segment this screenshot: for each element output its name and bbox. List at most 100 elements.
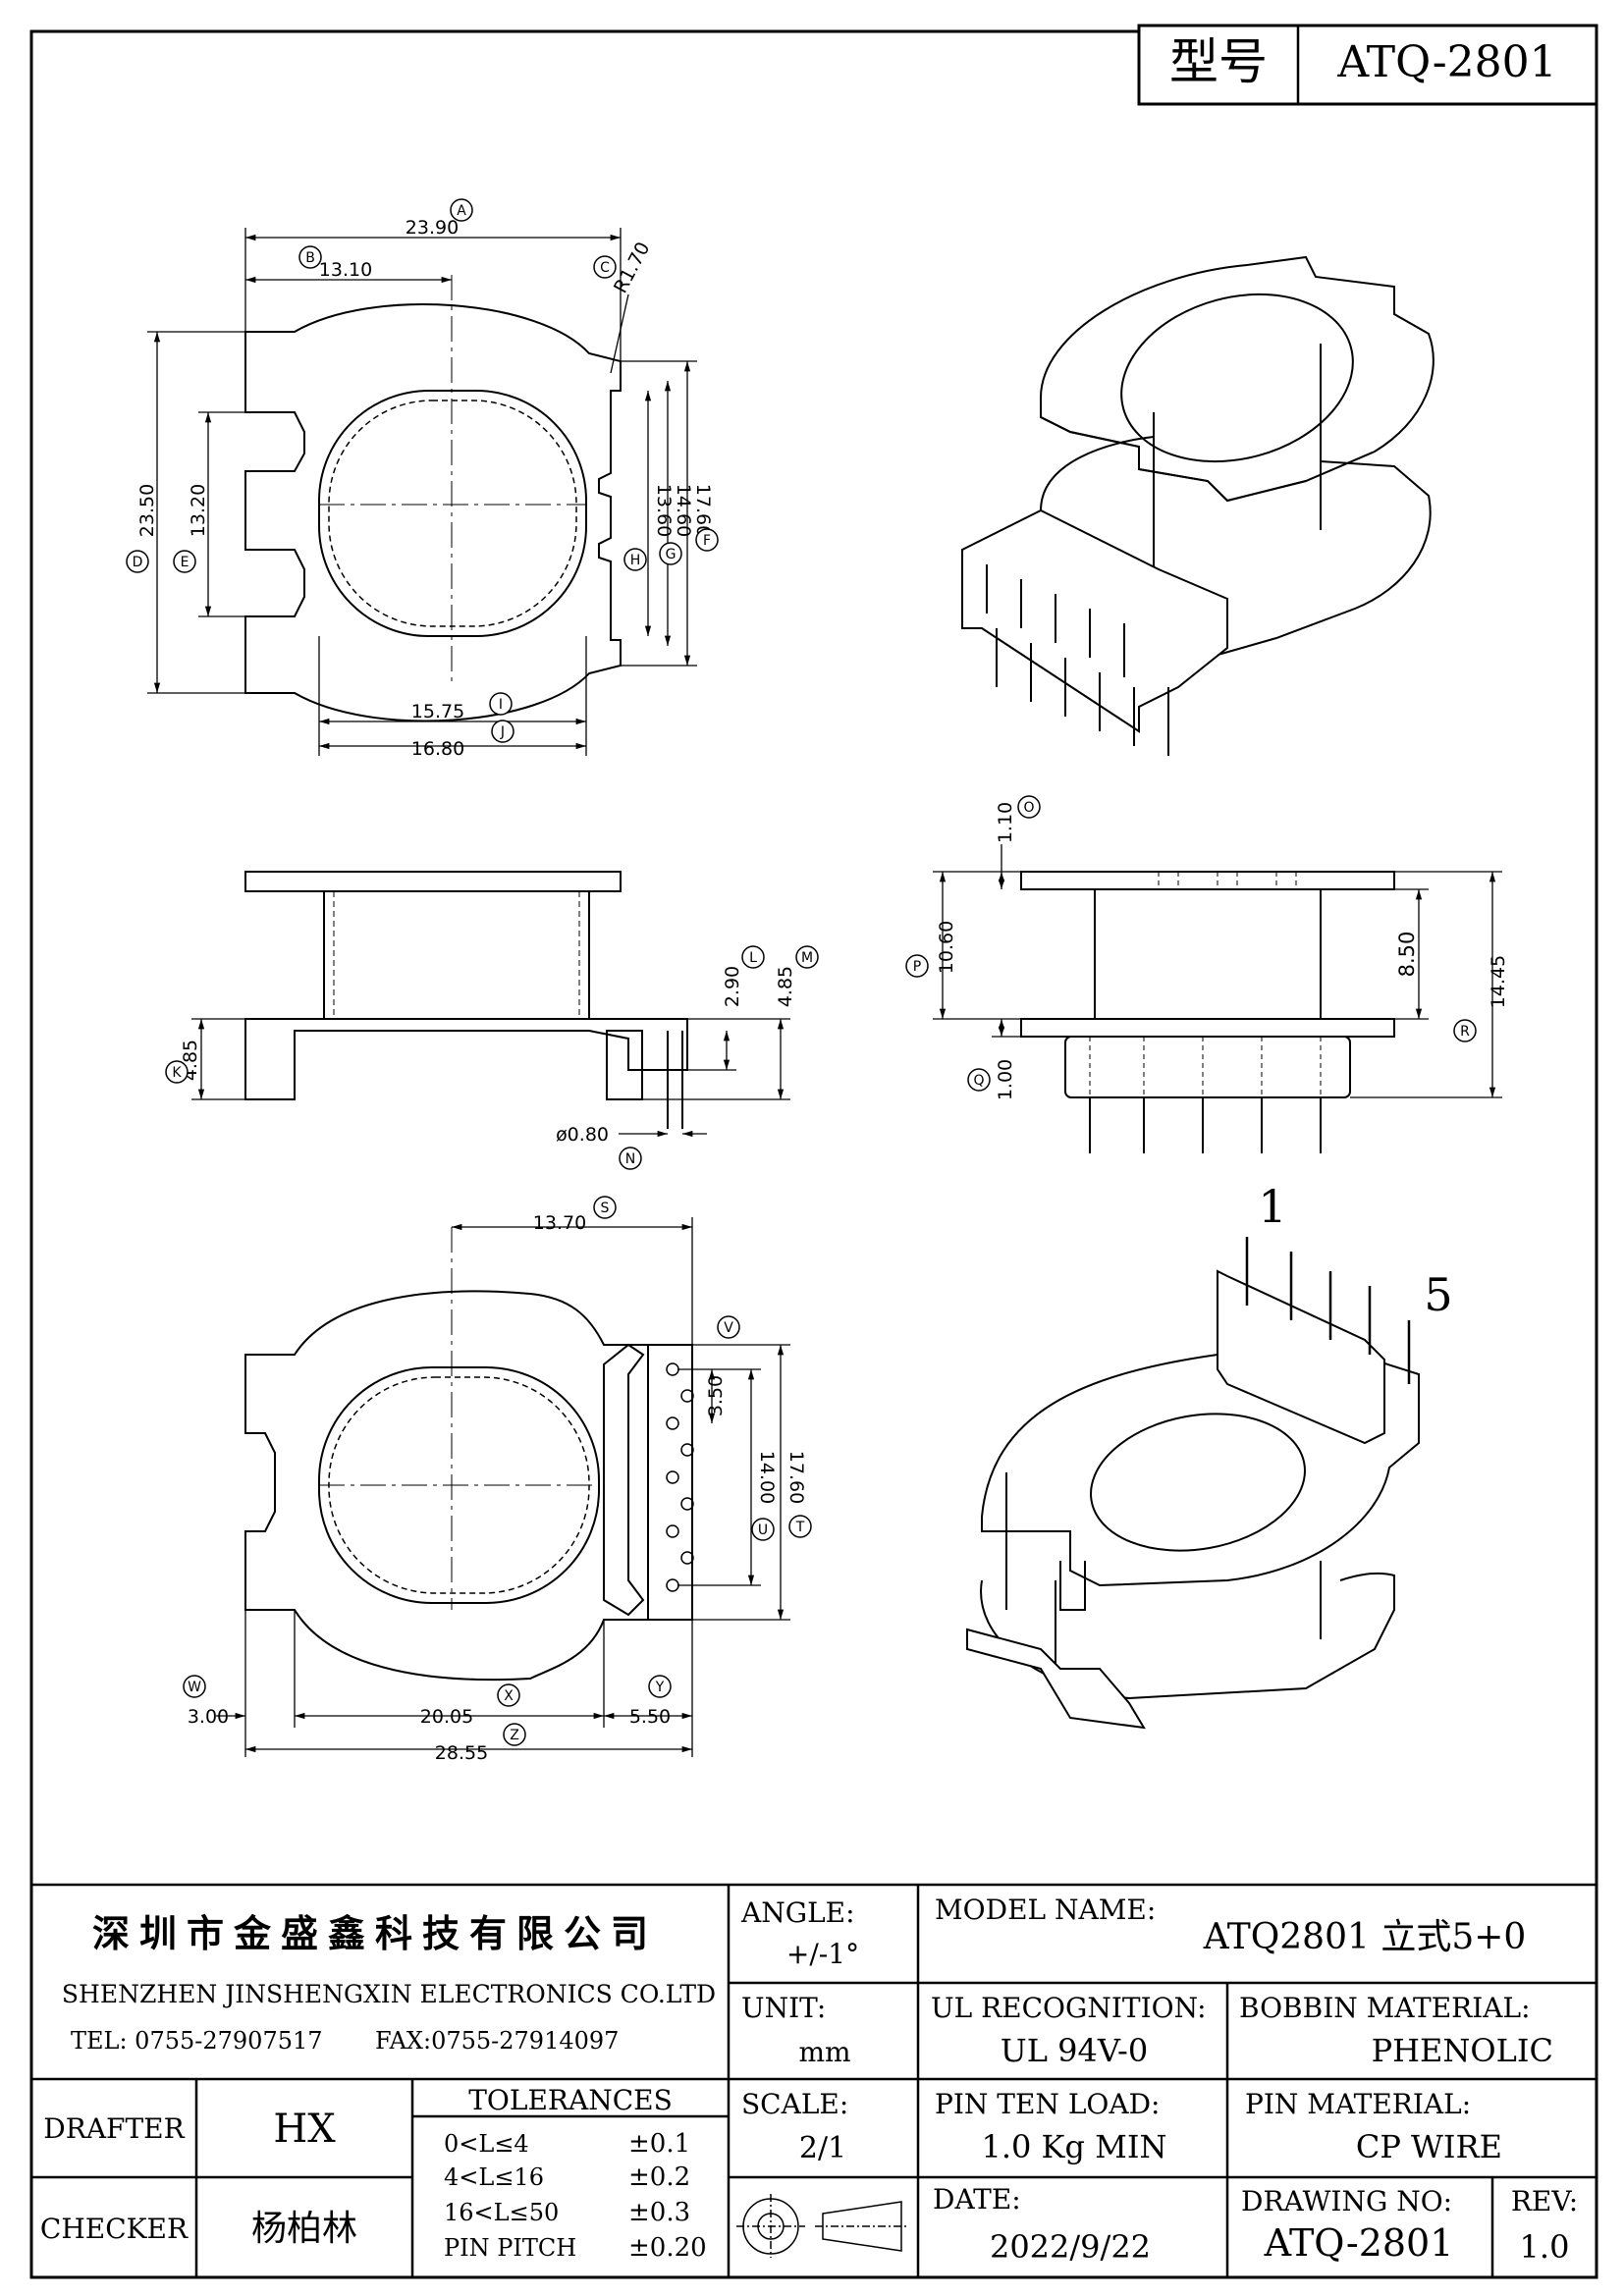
marker-f: F xyxy=(695,528,719,552)
marker-b: B xyxy=(298,245,322,269)
svg-text:L: L xyxy=(749,950,757,966)
drafter-label: DRAFTER xyxy=(43,2112,185,2145)
dim-l: 2.90 xyxy=(722,966,743,1007)
marker-d: D xyxy=(126,550,149,573)
svg-text:N: N xyxy=(625,1151,635,1167)
svg-text:D: D xyxy=(133,555,143,570)
dim-u: 14.00 xyxy=(756,1451,778,1504)
tol-range-1: 4<L≤16 xyxy=(444,2163,544,2191)
tol-value-1: ±0.2 xyxy=(628,2163,690,2192)
rev-label: REV: xyxy=(1511,2185,1578,2217)
dim-v: 3.50 xyxy=(705,1375,727,1416)
unit-value: mm xyxy=(798,2036,850,2068)
top-view-dim-text: 23.90 13.10 R1.70 23.50 13.20 13.60 14.6… xyxy=(136,217,714,760)
top-view xyxy=(244,275,622,722)
dim-x: 20.05 xyxy=(420,1706,473,1728)
title-block xyxy=(31,1883,1597,2277)
marker-i: I xyxy=(489,692,513,716)
svg-text:P: P xyxy=(913,959,921,975)
dim-s: 13.70 xyxy=(533,1212,586,1234)
side-view-left-dim-text: 2.90 4.85 4.85 ø0.80 xyxy=(180,966,796,1146)
dim-c: R1.70 xyxy=(610,239,654,296)
marker-u: U xyxy=(751,1518,775,1541)
dim-d: 23.50 xyxy=(136,484,158,537)
side-view-left-dims xyxy=(191,1018,790,1138)
header-model: ATQ-2801 xyxy=(1336,37,1556,87)
svg-text:T: T xyxy=(795,1520,805,1535)
drawing-no-value: ATQ-2801 xyxy=(1264,2221,1454,2265)
rev-value: 1.0 xyxy=(1520,2228,1570,2266)
dim-zb: 28.55 xyxy=(435,1742,488,1764)
dim-h: 13.60 xyxy=(653,484,675,537)
marker-p: P xyxy=(905,954,929,978)
scale-label: SCALE: xyxy=(741,2088,848,2120)
angle-label: ANGLE: xyxy=(740,1896,855,1929)
marker-l: L xyxy=(741,945,765,969)
svg-text:S: S xyxy=(601,1201,610,1216)
marker-r: R xyxy=(1453,1019,1477,1042)
dim-q: 1.00 xyxy=(995,1059,1016,1100)
marker-a: A xyxy=(450,198,473,222)
svg-text:Z: Z xyxy=(510,1728,519,1743)
scale-value: 2/1 xyxy=(799,2131,846,2165)
bobbin-value: PHENOLIC xyxy=(1372,2032,1553,2069)
dim-g: 14.60 xyxy=(673,484,694,537)
svg-text:Q: Q xyxy=(973,1073,984,1089)
bobbin-label: BOBBIN MATERIAL: xyxy=(1239,1992,1531,2024)
front-view-right-dim-text: 1.10 10.60 1.00 8.50 14.45 xyxy=(936,802,1509,1100)
svg-text:B: B xyxy=(305,250,315,266)
tol-range-2: 16<L≤50 xyxy=(444,2199,559,2226)
tolerances-label: TOLERANCES xyxy=(468,2084,673,2116)
isometric-view-top xyxy=(961,255,1435,756)
front-view-right xyxy=(1020,871,1395,1153)
marker-x: X xyxy=(497,1683,520,1707)
marker-t: T xyxy=(788,1515,812,1538)
tol-range-0: 0<L≤4 xyxy=(444,2130,529,2158)
svg-text:X: X xyxy=(504,1688,514,1704)
tol-value-3: ±0.20 xyxy=(628,2233,707,2263)
dim-n: ø0.80 xyxy=(556,1124,609,1146)
svg-text:O: O xyxy=(1023,800,1034,816)
pin-load-value: 1.0 Kg MIN xyxy=(981,2128,1166,2165)
date-label: DATE: xyxy=(933,2183,1021,2216)
marker-o: O xyxy=(1017,795,1041,819)
dim-f: 17.60 xyxy=(692,484,714,537)
title-block-symbol xyxy=(736,2194,908,2258)
company-en: SHENZHEN JINSHENGXIN ELECTRONICS CO.LTD xyxy=(62,1980,716,2008)
top-view-dims xyxy=(147,228,697,756)
svg-text:V: V xyxy=(724,1320,733,1336)
dim-p: 10.60 xyxy=(936,921,957,974)
svg-text:Y: Y xyxy=(655,1680,665,1695)
dim-o: 1.10 xyxy=(995,802,1016,843)
marker-c: C xyxy=(593,255,617,279)
dim-w: 3.00 xyxy=(188,1706,229,1728)
svg-text:I: I xyxy=(499,697,503,713)
drawing-no-label: DRAWING NO: xyxy=(1241,2185,1452,2217)
svg-text:K: K xyxy=(172,1065,182,1081)
company-cn: 深圳市金盛鑫科技有限公司 xyxy=(92,1912,658,1955)
svg-text:E: E xyxy=(181,555,189,570)
unit-label: UNIT: xyxy=(741,1992,826,2024)
svg-text:H: H xyxy=(630,553,641,568)
checker-value: 杨柏林 xyxy=(251,2209,357,2249)
dim-j: 16.80 xyxy=(411,738,464,760)
pin-material-value: CP WIRE xyxy=(1356,2128,1502,2165)
marker-w: W xyxy=(183,1675,206,1698)
marker-h: H xyxy=(623,548,647,571)
bottom-view xyxy=(244,1227,694,1682)
drafter-value: HX xyxy=(273,2107,336,2152)
header-type-label: 型号 xyxy=(1169,33,1268,90)
ul-label: UL RECOGNITION: xyxy=(931,1992,1207,2024)
dim-m: 4.85 xyxy=(775,966,796,1007)
marker-k: K xyxy=(165,1060,189,1084)
model-name-value: ATQ2801 立式5+0 xyxy=(1203,1917,1527,1957)
svg-text:J: J xyxy=(500,724,505,740)
marker-s: S xyxy=(593,1196,617,1219)
pin-label-last: 5 xyxy=(1424,1268,1452,1321)
model-name-label: MODEL NAME: xyxy=(935,1894,1156,1926)
marker-y: Y xyxy=(648,1675,672,1698)
sheet-border xyxy=(29,29,1598,2279)
tol-value-0: ±0.1 xyxy=(628,2129,690,2159)
